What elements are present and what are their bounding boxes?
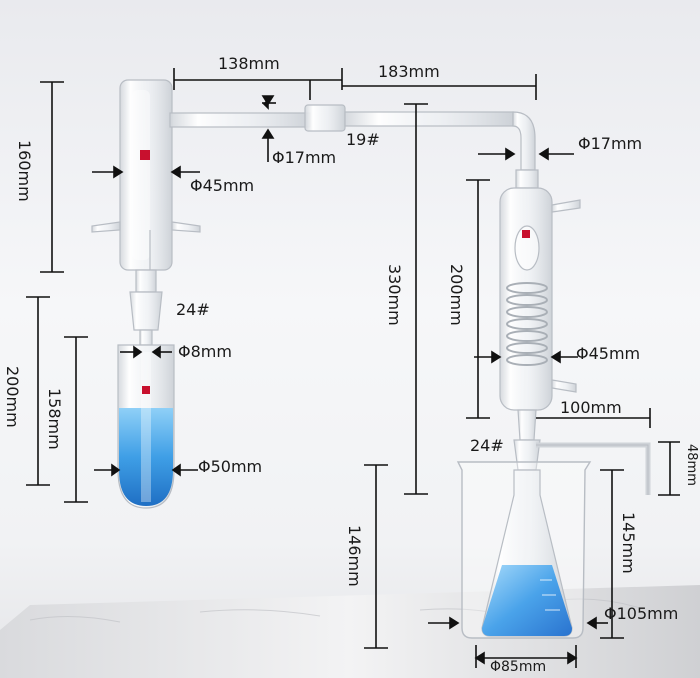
dimension-label-flask: Φ50mm (198, 457, 263, 476)
connector-tube (304, 104, 536, 171)
dimension-label-183: 183mm (378, 62, 440, 81)
dimension-label-105: Φ105mm (604, 604, 679, 623)
dimension-label-neck: Φ8mm (178, 342, 232, 361)
dimension-label-146: 146mm (345, 525, 364, 587)
joint-label-24-right: 24# (470, 436, 504, 455)
marble-surface (0, 585, 700, 678)
extractor-body (91, 79, 311, 331)
erlenmeyer-flask (481, 469, 573, 637)
dimension-label-85: Φ85mm (490, 659, 547, 675)
outlet-tube (536, 442, 651, 495)
dimension-label-100: 100mm (560, 398, 622, 417)
round-flask (117, 329, 175, 509)
dimension-label-138: 138mm (218, 54, 280, 73)
dimension-label-330: 330mm (385, 264, 404, 326)
brand-logo-icon (140, 150, 150, 160)
joint-label-19: 19# (346, 130, 380, 149)
dimension-label-48: 48mm (684, 444, 699, 486)
dimension-label-158: 158mm (45, 388, 64, 450)
dimension-label-condenser: Φ45mm (576, 344, 641, 363)
dimension-lines (26, 68, 680, 668)
dimension-label-145: 145mm (619, 512, 638, 574)
joint-label-24-left: 24# (176, 300, 210, 319)
brand-logo-icon (522, 230, 530, 238)
dimension-label-side-tube: Φ17mm (272, 148, 337, 167)
dimension-label-extractor: Φ45mm (190, 176, 255, 195)
brand-logo-icon (142, 386, 150, 394)
coil-condenser (499, 169, 581, 471)
dimension-label-200-condenser: 200mm (447, 264, 466, 326)
dimension-label-200-left: 200mm (3, 366, 22, 428)
dimension-label-160: 160mm (15, 140, 34, 202)
dimension-label-condenser-top: Φ17mm (578, 134, 643, 153)
